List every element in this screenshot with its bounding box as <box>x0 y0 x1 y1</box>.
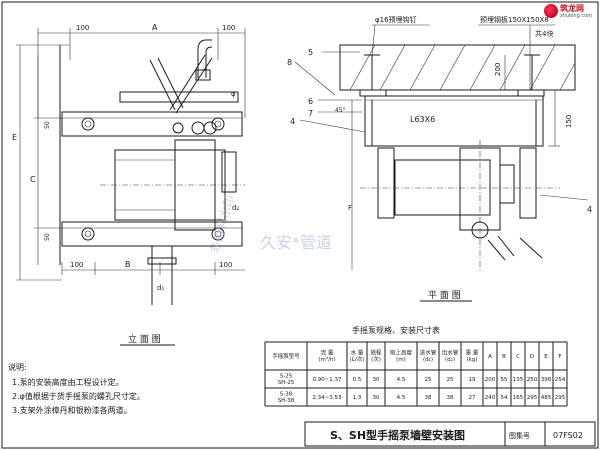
callout-4-right: 4 <box>587 205 592 214</box>
fig-number: 07FS02 <box>553 431 583 440</box>
label-plate-count: 共4块 <box>535 29 553 38</box>
callout-6: 6 <box>308 97 313 106</box>
table-cell: 25 <box>447 377 454 383</box>
logo-site: zhulong.com <box>560 13 593 19</box>
notes: 说明: 1.泵的安装高度由工程设计定。 2.φ值根据于货手摇泵的螺孔尺寸定。 3… <box>8 362 145 415</box>
table-header-cell: F <box>558 354 561 360</box>
table-cell: 25 <box>425 377 432 383</box>
table-cell: 240 <box>485 395 496 401</box>
table-header-cell: 水 量(L/次) <box>350 349 365 364</box>
table-cell: 250 <box>527 377 538 383</box>
label-d2: d₂ <box>232 204 239 212</box>
elevation-title: 立 面 图 <box>128 333 161 345</box>
table-header-cell: 手摇泵型号 <box>272 352 300 360</box>
table-cell: 0.90~1.37 <box>312 377 342 383</box>
dim-E: E <box>12 133 17 142</box>
label-d1: d₁ <box>157 284 164 292</box>
logo-mark-icon <box>544 4 558 18</box>
dim-F: F <box>348 204 352 212</box>
label-plate: 预埋钢板150X150X8 <box>480 15 549 24</box>
table-header-cell: 进水管(d₁) <box>420 349 437 364</box>
table-cell: 2.34~3.53 <box>312 395 342 401</box>
table-cell: 295 <box>555 395 566 401</box>
table-cell: 1.3 <box>353 395 362 401</box>
zhulong-logo: 筑龙网 zhulong.com <box>544 2 596 24</box>
table-cell: 398 <box>541 377 552 383</box>
table-header-cell: E <box>544 354 548 360</box>
table-cell: 54 <box>501 395 508 401</box>
table-cell: 485 <box>541 395 552 401</box>
table-header-cell: 吸上高度(m) <box>390 349 413 364</box>
table-header-cell: B <box>502 354 506 360</box>
title-block: S、SH型手摇泵墙壁安装图 图集号 07FS02 <box>304 421 596 447</box>
dim-bottom-left: 100 <box>70 261 83 269</box>
table-header-cell: A <box>488 354 492 360</box>
drawing-title: S、SH型手摇泵墙壁安装图 <box>330 428 465 442</box>
table-cell: 165 <box>513 395 524 401</box>
dim-C: C <box>30 175 36 184</box>
dim-phi: φ <box>231 90 236 98</box>
table-cell: 30 <box>373 377 380 383</box>
table-caption: 手摇泵规格、安装尺寸表 <box>352 325 440 335</box>
dim-top-left: 100 <box>76 24 89 32</box>
plan-title: 平 面 图 <box>428 290 461 301</box>
label-L63X6: L63X6 <box>410 115 435 124</box>
notes-heading: 说明: <box>8 362 27 372</box>
callout-5: 5 <box>308 48 313 57</box>
table-header-cell: 摇程(次) <box>370 349 382 364</box>
dim-bottom-right: 100 <box>219 261 232 269</box>
table-header-cell: 出水管(d₂) <box>442 349 459 364</box>
table-header-cell: D <box>530 354 534 360</box>
table-cell: 200 <box>485 377 496 383</box>
watermark-line1: 久安*管道 <box>260 233 332 252</box>
elevation-view: 100 A 100 E C 50 50 φ <box>12 23 246 346</box>
fig-label: 图集号 <box>509 431 530 440</box>
callout-8: 8 <box>287 58 292 67</box>
callout-4-left: 4 <box>290 117 295 126</box>
dim-50-top: 50 <box>44 121 51 129</box>
table-cell: 0.5 <box>353 377 362 383</box>
dim-B: B <box>125 260 131 269</box>
table-cell: 38 <box>425 395 432 401</box>
note-2: 2.φ值根据于货手摇泵的螺孔尺寸定。 <box>12 391 145 401</box>
table-header-cell: 重 量(kg) <box>466 349 479 364</box>
table-cell: 38 <box>447 395 454 401</box>
spec-table: 手摇泵规格、安装尺寸表 手摇泵型号 流 量(m³/h) 水 量(L/次) 摇程(次) 吸… <box>264 325 568 407</box>
table-cell: 30 <box>373 395 380 401</box>
table-cell: 135 <box>513 377 524 383</box>
note-1: 1.泵的安装高度由工程设计定。 <box>12 377 124 387</box>
dim-200: 200 <box>494 63 502 76</box>
label-rivet: φ16预埋钩钉 <box>375 15 417 24</box>
table-header-cell: C <box>516 354 520 360</box>
note-3: 3.支架外涂樟丹和银粉漆各两道。 <box>12 405 132 415</box>
table-cell: 55 <box>501 377 508 383</box>
table-cell: 4.5 <box>397 395 406 401</box>
dim-top-A: A <box>152 23 158 32</box>
callout-7: 7 <box>308 109 313 118</box>
table-cell: 295 <box>527 395 538 401</box>
dim-50-bottom: 50 <box>44 233 51 241</box>
table-cell: 4.5 <box>397 377 406 383</box>
table-header-cell: 流 量(m³/h) <box>318 349 335 364</box>
plan-view: L63X6 150 200 F φ16预埋钩钉 预埋钢板150X150X8 共4… <box>287 15 592 302</box>
table-cell: 27 <box>469 395 476 401</box>
dim-top-right: 100 <box>222 24 235 32</box>
label-45deg: 45° <box>335 107 346 114</box>
logo-name: 筑龙网 <box>560 4 584 13</box>
table-cell: 254 <box>555 377 566 383</box>
dim-150: 150 <box>565 115 573 128</box>
table-cell: 19 <box>469 377 476 383</box>
